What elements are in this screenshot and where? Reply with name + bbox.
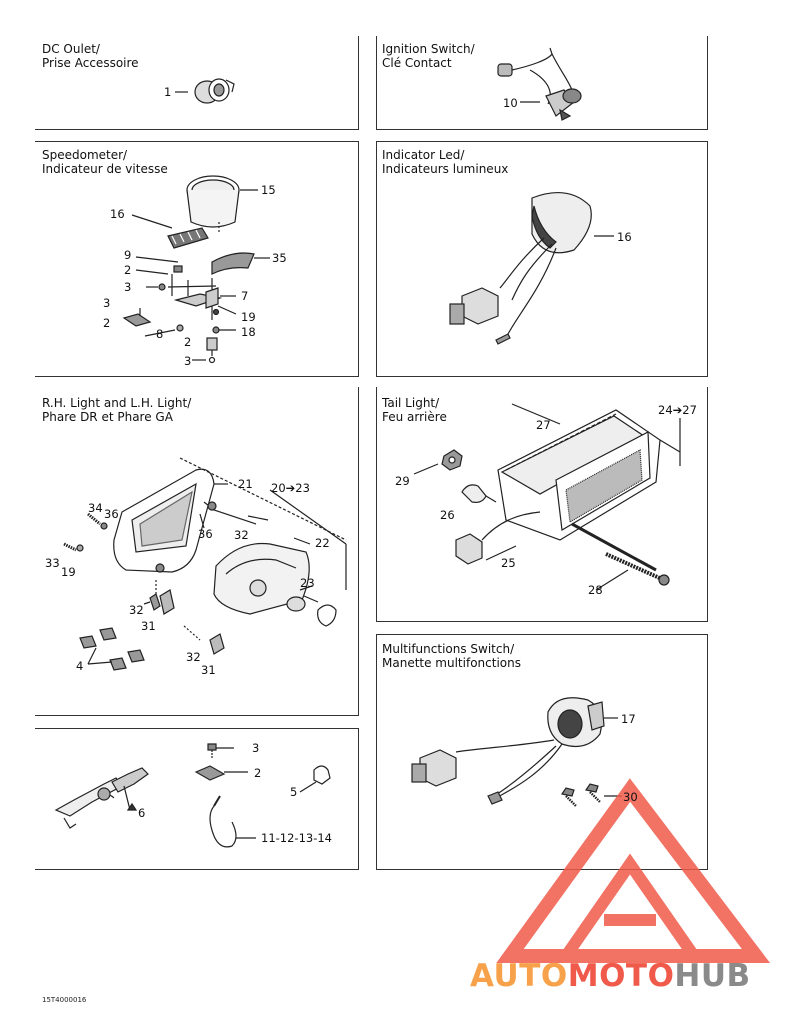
panel-misc-parts	[35, 728, 359, 870]
label-part-1: 1	[164, 85, 172, 99]
label-part-28: 28	[588, 583, 603, 597]
dc-outlet-title: DC Oulet/Prise Accessoire	[42, 42, 139, 70]
logo-auto: AUTO	[470, 958, 568, 994]
label-part-35: 35	[272, 251, 287, 265]
indicator-led-title: Indicator Led/Indicateurs lumineux	[382, 148, 509, 176]
label-part-6: 6	[138, 806, 146, 820]
label-part-18: 18	[241, 325, 256, 339]
label-part-8: 8	[156, 327, 164, 341]
label-part-3: 3	[184, 354, 192, 368]
speedometer-title: Speedometer/Indicateur de vitesse	[42, 148, 168, 176]
panel-rh-lh-light	[35, 387, 359, 716]
label-part-25: 25	[501, 556, 516, 570]
logo-hub: HUB	[674, 958, 751, 994]
ignition-switch-part	[497, 47, 582, 121]
automotohub-logo	[496, 778, 771, 963]
speedometer-part	[122, 175, 270, 364]
illustration-code: 15T4000016	[42, 996, 87, 1004]
label-part-2: 2	[124, 263, 132, 277]
label-part-33: 33	[45, 556, 60, 570]
panel-tail-light	[376, 387, 708, 622]
label-part-19: 19	[61, 565, 76, 579]
panel-dc-outlet	[35, 36, 359, 130]
label-part-3: 3	[252, 741, 260, 755]
label-part-2: 2	[254, 766, 262, 780]
label-part-9: 9	[124, 248, 132, 262]
label-part-3: 3	[103, 296, 111, 310]
panel-speedometer	[35, 141, 359, 377]
label-part-26: 26	[440, 508, 455, 522]
panel-ignition-switch	[376, 36, 708, 130]
label-part-32: 32	[129, 603, 144, 617]
multifunction-switch-title: Multifunctions Switch/Manette multifonct…	[382, 642, 521, 670]
label-part-19: 19	[241, 310, 256, 324]
label-part-17: 17	[621, 712, 636, 726]
label-part-34: 34	[88, 501, 103, 515]
tail-light-title: Tail Light/Feu arrière	[382, 396, 447, 424]
indicator-led-part	[449, 192, 614, 345]
label-part-36: 36	[104, 507, 119, 521]
label-part-15: 15	[261, 183, 276, 197]
multifunction-switch-part	[411, 697, 622, 807]
label-part-4: 4	[76, 659, 84, 673]
label-part-2: 2	[103, 316, 111, 330]
tail-light-part	[413, 403, 681, 591]
panel-indicator-led	[376, 141, 708, 377]
label-part-23: 23	[300, 576, 315, 590]
label-part-21: 21	[238, 477, 253, 491]
panel-multifunction-switch	[376, 634, 708, 870]
label-part-16: 16	[617, 230, 632, 244]
label-part-29: 29	[395, 474, 410, 488]
rh-lh-light-title: R.H. Light and L.H. Light/Phare DR et Ph…	[42, 396, 192, 424]
label-part-32: 32	[234, 528, 249, 542]
automotohub-wordmark: AUTOMOTOHUB	[470, 958, 751, 994]
logo-moto: MOTO	[567, 958, 675, 994]
label-part-36: 36	[198, 527, 213, 541]
headlight-part	[63, 457, 347, 671]
label-part-27: 27	[536, 418, 551, 432]
label-part-7: 7	[241, 289, 249, 303]
label-part-22: 22	[315, 536, 330, 550]
dc-outlet-part	[175, 78, 235, 104]
label-part-24-27: 24➔27	[658, 403, 697, 417]
label-part-2: 2	[184, 335, 192, 349]
label-part-16: 16	[110, 207, 125, 221]
label-part-20-23: 20➔23	[271, 481, 310, 495]
ignition-switch-title: Ignition Switch/Clé Contact	[382, 42, 475, 70]
label-part-31: 31	[201, 663, 216, 677]
label-part-5: 5	[290, 785, 298, 799]
label-part-31: 31	[141, 619, 156, 633]
label-part-32: 32	[186, 650, 201, 664]
label-part-11-14: 11-12-13-14	[261, 831, 332, 845]
misc-parts	[54, 743, 331, 848]
label-part-3: 3	[124, 280, 132, 294]
label-part-30: 30	[623, 790, 638, 804]
label-part-10: 10	[503, 96, 518, 110]
